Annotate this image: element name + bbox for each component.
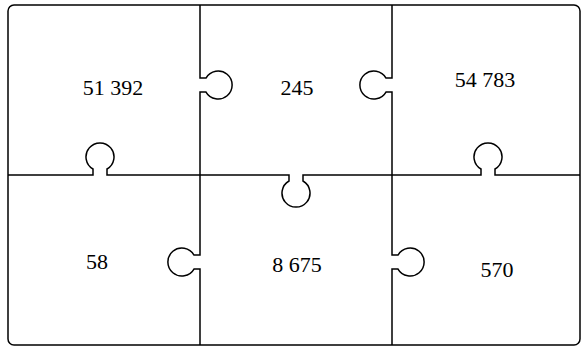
puzzle-border (8, 5, 580, 345)
piece-number: 245 (281, 77, 314, 99)
puzzle-piece: 570 (392, 175, 580, 345)
piece-number: 8 675 (272, 254, 322, 276)
piece-number: 58 (86, 251, 108, 273)
piece-number: 54 783 (455, 69, 516, 91)
puzzle-piece: 54 783 (392, 5, 580, 175)
puzzle-piece: 245 (200, 5, 392, 175)
puzzle-piece: 58 (8, 175, 200, 345)
puzzle-piece: 51 392 (8, 5, 200, 175)
piece-number: 51 392 (83, 77, 144, 99)
piece-cut (8, 143, 580, 207)
puzzle-piece: 8 675 (200, 175, 392, 345)
piece-number: 570 (481, 259, 514, 281)
